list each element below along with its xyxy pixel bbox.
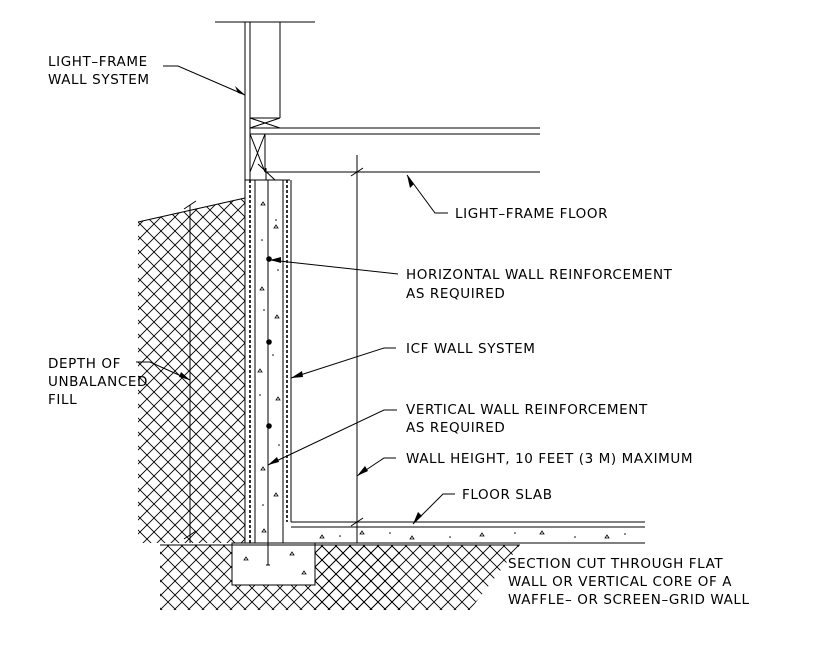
label-icf-wall-system: ICF WALL SYSTEM [406,341,535,357]
icf-wall [244,179,292,566]
grade-line-left [137,197,246,223]
leaders [136,65,455,525]
light-frame-floor [249,127,540,181]
label-section-note-line3: WAFFLE– OR SCREEN–GRID WALL [508,592,750,608]
label-depth-line3: FILL [48,392,77,408]
label-floor-slab: FLOOR SLAB [462,487,553,503]
label-depth-line2: UNBALANCED [48,374,148,390]
wall-height-dimension [350,155,364,543]
label-vertical-reinforcement-line2: AS REQUIRED [406,420,505,436]
label-section-note-line2: WALL OR VERTICAL CORE OF A [508,574,732,590]
soil-below-slab [315,545,520,610]
label-wall-height: WALL HEIGHT, 10 FEET (3 M) MAXIMUM [406,451,693,467]
footing [231,542,316,586]
label-section-note-line1: SECTION CUT THROUGH FLAT [508,556,723,572]
label-horizontal-reinforcement-line2: AS REQUIRED [406,286,505,302]
label-light-frame-wall-line2: WALL SYSTEM [48,72,150,88]
label-light-frame-floor: LIGHT–FRAME FLOOR [455,206,608,222]
unbalanced-fill-dimension [183,200,197,543]
label-horizontal-reinforcement-line1: HORIZONTAL WALL REINFORCEMENT [406,267,673,283]
label-depth-line1: DEPTH OF [48,356,121,372]
label-light-frame-wall-line1: LIGHT–FRAME [48,54,148,70]
retained-soil-left [138,198,245,543]
floor-slab [291,521,645,544]
label-vertical-reinforcement-line1: VERTICAL WALL REINFORCEMENT [406,402,648,418]
